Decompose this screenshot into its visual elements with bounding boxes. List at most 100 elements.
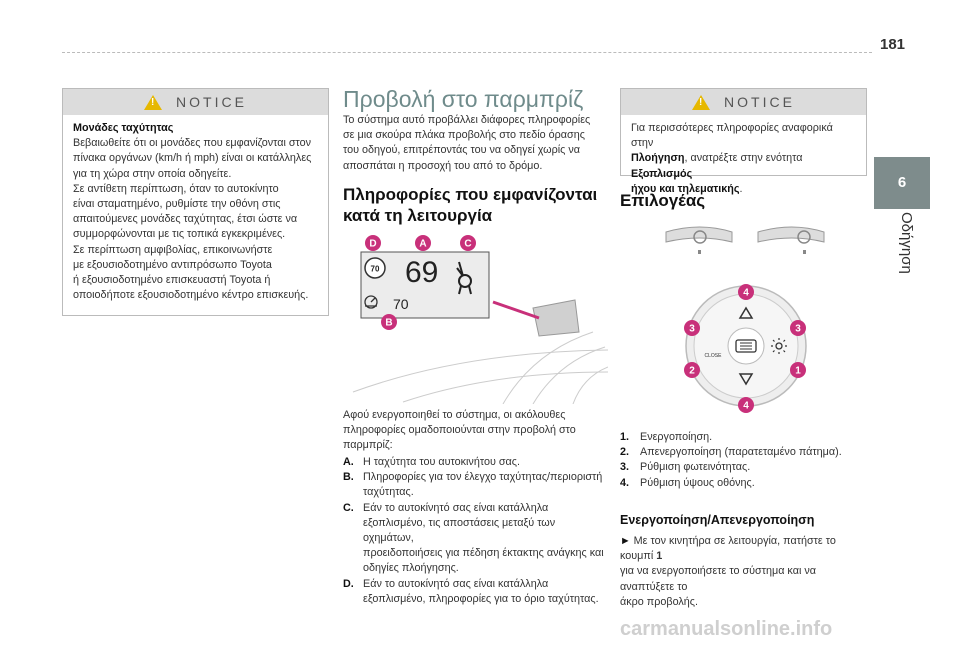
speed-limit-sign: [364, 257, 386, 279]
height-up-icon[interactable]: [738, 306, 754, 319]
header-rule: [62, 52, 872, 53]
warning-icon: [692, 94, 711, 110]
callout-a: A: [415, 235, 431, 251]
notice-text: .: [739, 182, 743, 195]
notice-header: NOTICE: [63, 89, 328, 115]
svg-text:B: B: [385, 318, 392, 329]
list-item: 3. Ρύθμιση φωτεινότητας.: [620, 460, 865, 475]
notice-bold: Πλοήγηση: [631, 152, 685, 165]
callout-2: 2: [684, 362, 700, 378]
svg-text:3: 3: [689, 324, 695, 335]
page-number: 181: [880, 36, 906, 53]
hud-info-intro: Αφού ενεργοποιηθεί το σύστημα, οι ακόλου…: [343, 408, 608, 454]
svg-text:4: 4: [743, 401, 749, 412]
chapter-tab[interactable]: 6: [874, 157, 930, 209]
cruise-speed: 70: [393, 296, 409, 312]
notice-line: συμμορφώνονται με τις τοπικά εγκεκριμένε…: [73, 228, 286, 241]
callout-3-left: 3: [684, 320, 700, 336]
svg-text:CLOSE: CLOSE: [705, 353, 723, 359]
svg-text:D: D: [369, 239, 376, 250]
intro-line: Το σύστημα αυτό προβάλλει διάφορες πληρο…: [343, 114, 591, 126]
intro-line: σε μια σκούρα πλάκα προβολής στο πεδίο ό…: [343, 129, 585, 142]
list-text: Ρύθμιση ύψους οθόνης.: [640, 476, 755, 489]
notice-body: Για περισσότερες πληροφορίες αναφορικά σ…: [621, 115, 866, 205]
notice-line: ή εξουσιοδοτημένο επισκευαστή Toyota ή: [73, 274, 271, 287]
notice-line: Βεβαιωθείτε ότι οι μονάδες που εμφανίζον…: [73, 137, 312, 150]
list-key: B.: [343, 471, 354, 484]
list-key: D.: [343, 577, 354, 590]
callout-b: B: [381, 314, 397, 330]
list-key: C.: [343, 501, 354, 514]
para-line: Αφού ενεργοποιηθεί το σύστημα, οι ακόλου…: [343, 409, 566, 421]
section-title-hud: Προβολή στο παρμπρίζ: [343, 86, 584, 112]
svg-text:1: 1: [795, 366, 801, 377]
hud-intro: Το σύστημα αυτό προβάλλει διάφορες πληρο…: [343, 113, 608, 174]
notice-line: οποιοδήποτε εξουσιοδοτημένο κέντρο επισκ…: [73, 289, 309, 302]
list-item: A. Η ταχύτητα του αυτοκινήτου σας.: [343, 455, 608, 470]
list-text: Ενεργοποίηση.: [640, 431, 713, 443]
instr-text: άκρο προβολής.: [620, 595, 698, 608]
notice-line: είναι σταματημένο, ρυθμίστε την οθόνη στ…: [73, 198, 281, 211]
steering-wheel-icon: [665, 226, 733, 254]
navigation-icon: [456, 261, 472, 295]
projection-pointer: [492, 300, 540, 320]
list-key: 3.: [620, 461, 630, 474]
cruise-control-icon: [364, 295, 378, 309]
notice-navigation: NOTICE Για περισσότερες πληροφορίες αναφ…: [620, 88, 867, 195]
list-text: Ρύθμιση φωτεινότητας.: [640, 461, 751, 474]
list-text: προειδοποιήσεις για πέδηση έκτακτης ανάγ…: [363, 547, 604, 560]
notice-line: με εξουσιοδοτημένο αντιπρόσωπο Toyota: [73, 258, 272, 271]
callout-1: 1: [790, 362, 806, 378]
notice-units: NOTICE Μονάδες ταχύτητας Βεβαιωθείτε ότι…: [62, 88, 329, 316]
notice-bold: Εξοπλισμός: [631, 167, 693, 180]
hud-subtitle: Πληροφορίες που εμφανίζονται κατά τη λει…: [343, 184, 608, 226]
svg-text:3: 3: [795, 324, 801, 335]
list-key: 1.: [620, 431, 630, 443]
list-text: Πληροφορίες για τον έλεγχο ταχύτητας/περ…: [363, 471, 603, 484]
activation-instruction: ► Με τον κινητήρα σε λειτουργία, πατήστε…: [620, 534, 868, 610]
selector-figure: CLOSE 4 3 3 2 1 4: [665, 226, 825, 413]
selector-list: 1.Ενεργοποίηση. 2.Απενεργοποίηση (παρατε…: [620, 430, 865, 491]
hud-screen-icon: [735, 339, 757, 353]
list-item: 1. Ενεργοποίηση.: [620, 430, 865, 445]
notice-line: για τη χώρα στην οποία οδηγείτε.: [73, 167, 232, 180]
notice-line: Σε περίπτωση αμφιβολίας, επικοινωνήστε: [73, 243, 273, 256]
section-title-selector: Επιλογέας: [620, 191, 706, 210]
notice-line: απαιτούμενες μονάδες ταχύτητας, έτσι ώστ…: [73, 213, 298, 226]
list-text: Η ταχύτητα του αυτοκινήτου σας.: [363, 456, 520, 468]
list-text: Εάν το αυτοκίνητό σας είναι κατάλληλα: [363, 501, 549, 514]
list-key: A.: [343, 456, 354, 468]
svg-text:C: C: [464, 239, 471, 250]
vehicle-speed: 69: [405, 256, 438, 289]
notice-text: , ανατρέξτε στην ενότητα: [684, 152, 803, 165]
notice-title: Μονάδες ταχύτητας: [73, 122, 174, 134]
list-text: Εάν το αυτοκίνητό σας είναι κατάλληλα: [363, 577, 549, 590]
notice-line: Σε αντίθετη περίπτωση, όταν το αυτοκίνητ…: [73, 182, 279, 195]
list-key: 2.: [620, 446, 630, 459]
notice-header: NOTICE: [621, 89, 866, 115]
subtitle-line: Πληροφορίες που εμφανίζονται: [343, 185, 598, 204]
notice-line: πίνακα οργάνων (km/h ή mph) είναι οι κατ…: [73, 152, 312, 165]
list-text: οδηγίες πλοήγησης.: [363, 562, 459, 575]
watermark: carmanualsonline.info: [620, 618, 833, 640]
brightness-icon[interactable]: [771, 338, 787, 354]
notice-label: NOTICE: [724, 94, 795, 110]
bullet-arrow-icon: ►: [620, 535, 631, 547]
dimming-moon-icon[interactable]: CLOSE: [705, 340, 723, 359]
callout-3-right: 3: [790, 320, 806, 336]
list-text: εξοπλισμένο, τις αποστάσεις μεταξύ των ο…: [363, 516, 556, 545]
list-text: ταχύτητας.: [363, 486, 414, 499]
para-line: πληροφορίες ομαδοποιούνται στην προβολή …: [343, 424, 576, 437]
list-item: 4. Ρύθμιση ύψους οθόνης.: [620, 476, 865, 491]
chapter-label: Οδήγηση: [898, 212, 915, 274]
para-line: παρμπρίζ:: [343, 439, 393, 452]
hud-info-list: A. Η ταχύτητα του αυτοκινήτου σας. B. Πλ…: [343, 455, 608, 607]
height-down-icon[interactable]: [738, 373, 754, 386]
list-key: 4.: [620, 476, 630, 489]
combiner-plate: [532, 299, 580, 337]
list-text: εξοπλισμένο, πληροφορίες για το όριο ταχ…: [363, 592, 599, 605]
intro-line: του οδηγού, επιτρέποντάς του να οδηγεί χ…: [343, 144, 580, 157]
warning-icon: [144, 94, 163, 110]
instr-bold: 1: [656, 550, 663, 563]
callout-4-bottom: 4: [738, 397, 754, 413]
